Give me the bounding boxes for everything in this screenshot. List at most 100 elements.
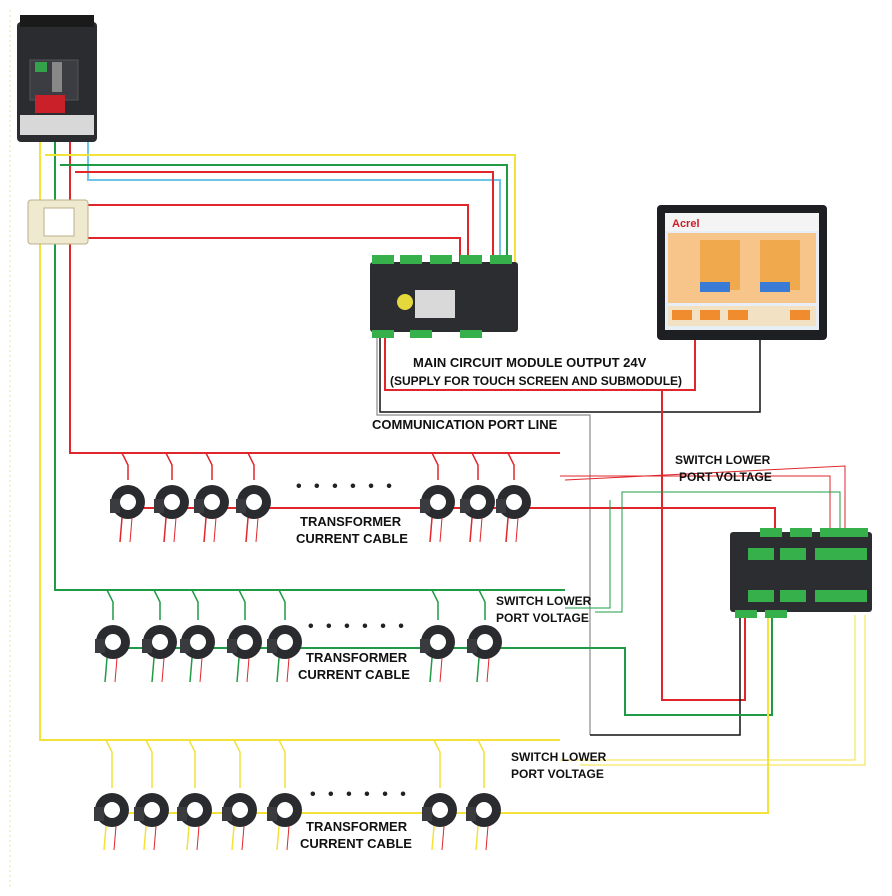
bus-tap-line: [238, 589, 246, 620]
lead-wire: [245, 517, 249, 543]
current-transformer-4: [227, 625, 262, 659]
main-output-label-line2: (SUPPLY FOR TOUCH SCREEN AND SUBMODULE): [390, 374, 683, 388]
lead-wire: [186, 825, 190, 851]
bus-tap-line: [433, 739, 441, 788]
switch-lower-label-3a: SWITCH LOWER: [511, 750, 607, 764]
bus-tap-line: [165, 452, 173, 480]
current-transformer-6: [460, 485, 495, 519]
bus-tap-line: [145, 739, 153, 788]
current-transformer-4: [236, 485, 271, 519]
lead-wire: [486, 657, 490, 683]
current-transformer-3: [177, 793, 212, 827]
lead-wire: [441, 825, 445, 851]
lead-wire: [505, 517, 509, 543]
bus-tap-line: [121, 452, 129, 480]
switch-lower-label-2a: SWITCH LOWER: [496, 594, 592, 608]
lead-wire: [153, 825, 157, 851]
lead-wire: [286, 657, 290, 683]
transformer-label-1a: TRANSFORMER: [300, 514, 402, 529]
transformer-label-2b: CURRENT CABLE: [298, 667, 410, 682]
transformer-row-yellow: [94, 739, 501, 851]
bus-tap-line: [507, 452, 515, 480]
lead-wire: [113, 825, 117, 851]
current-transformer-1: [95, 625, 130, 659]
lead-wire: [129, 517, 133, 543]
switch-lower-label-2b: PORT VOLTAGE: [496, 611, 589, 625]
lead-wire: [286, 825, 290, 851]
current-transformer-1: [94, 793, 129, 827]
current-transformer-2: [134, 793, 169, 827]
lead-wire: [119, 517, 123, 543]
transformer-row-green: [95, 589, 505, 683]
lead-wire: [439, 517, 443, 543]
current-transformer-2: [142, 625, 177, 659]
bus-tap-line: [278, 739, 286, 788]
lead-wire: [151, 657, 155, 683]
bus-tap-line: [188, 739, 196, 788]
lead-wire: [189, 657, 193, 683]
transformer-label-1b: CURRENT CABLE: [296, 531, 408, 546]
lead-wire: [276, 657, 280, 683]
bus-tap-line: [106, 589, 114, 620]
lead-wire: [469, 517, 473, 543]
lead-wire: [475, 825, 479, 851]
switch-lower-label-1b: PORT VOLTAGE: [679, 470, 772, 484]
bus-tap-line: [105, 739, 113, 788]
ellipsis-dots-2: • • • • • •: [308, 618, 408, 635]
lead-wire: [163, 517, 167, 543]
current-transformer-5: [420, 485, 455, 519]
lead-wire: [241, 825, 245, 851]
current-transformer-5: [267, 793, 302, 827]
lead-wire: [236, 657, 240, 683]
current-transformer-2: [154, 485, 189, 519]
module-output-wires: [376, 338, 866, 814]
transformer-label-3b: CURRENT CABLE: [300, 836, 412, 851]
breaker-wires: [39, 140, 565, 741]
main-circuit-module: [370, 255, 518, 338]
current-transformer-3: [180, 625, 215, 659]
switch-lower-label-1a: SWITCH LOWER: [675, 453, 771, 467]
main-current-transformer: [27, 199, 89, 245]
bus-tap-line: [478, 589, 486, 620]
communication-port-label: COMMUNICATION PORT LINE: [372, 417, 558, 432]
lead-wire: [246, 657, 250, 683]
bus-tap-line: [431, 452, 439, 480]
lead-wire: [173, 517, 177, 543]
bus-tap-line: [233, 739, 241, 788]
current-transformer-6: [422, 793, 457, 827]
main-output-label-line1: MAIN CIRCUIT MODULE OUTPUT 24V: [413, 355, 647, 370]
current-transformer-7: [467, 625, 502, 659]
submodule: [730, 528, 872, 618]
lead-wire: [485, 825, 489, 851]
transformer-row-red: [110, 452, 531, 543]
lead-wire: [231, 825, 235, 851]
lead-wire: [515, 517, 519, 543]
lead-wire: [199, 657, 203, 683]
bus-tap-line: [205, 452, 213, 480]
transformer-label-3a: TRANSFORMER: [306, 819, 408, 834]
ellipsis-dots-3: • • • • • •: [310, 786, 410, 803]
lead-wire: [114, 657, 118, 683]
bus-tap-line: [191, 589, 199, 620]
lead-wire: [213, 517, 217, 543]
lead-wire: [104, 657, 108, 683]
lead-wire: [439, 657, 443, 683]
current-transformer-7: [496, 485, 531, 519]
bus-tap-line: [477, 739, 485, 788]
circuit-breaker: [17, 15, 97, 142]
ellipsis-dots-1: • • • • • •: [296, 478, 396, 495]
touch-screen: Acrel: [657, 205, 827, 340]
lead-wire: [479, 517, 483, 543]
bus-tap-line: [153, 589, 161, 620]
lead-wire: [255, 517, 259, 543]
current-transformer-7: [466, 793, 501, 827]
current-transformer-5: [267, 625, 302, 659]
lead-wire: [103, 825, 107, 851]
bus-tap-line: [278, 589, 286, 620]
lead-wire: [431, 825, 435, 851]
lead-wire: [203, 517, 207, 543]
bus-tap-line: [471, 452, 479, 480]
current-transformer-1: [110, 485, 145, 519]
lead-wire: [143, 825, 147, 851]
